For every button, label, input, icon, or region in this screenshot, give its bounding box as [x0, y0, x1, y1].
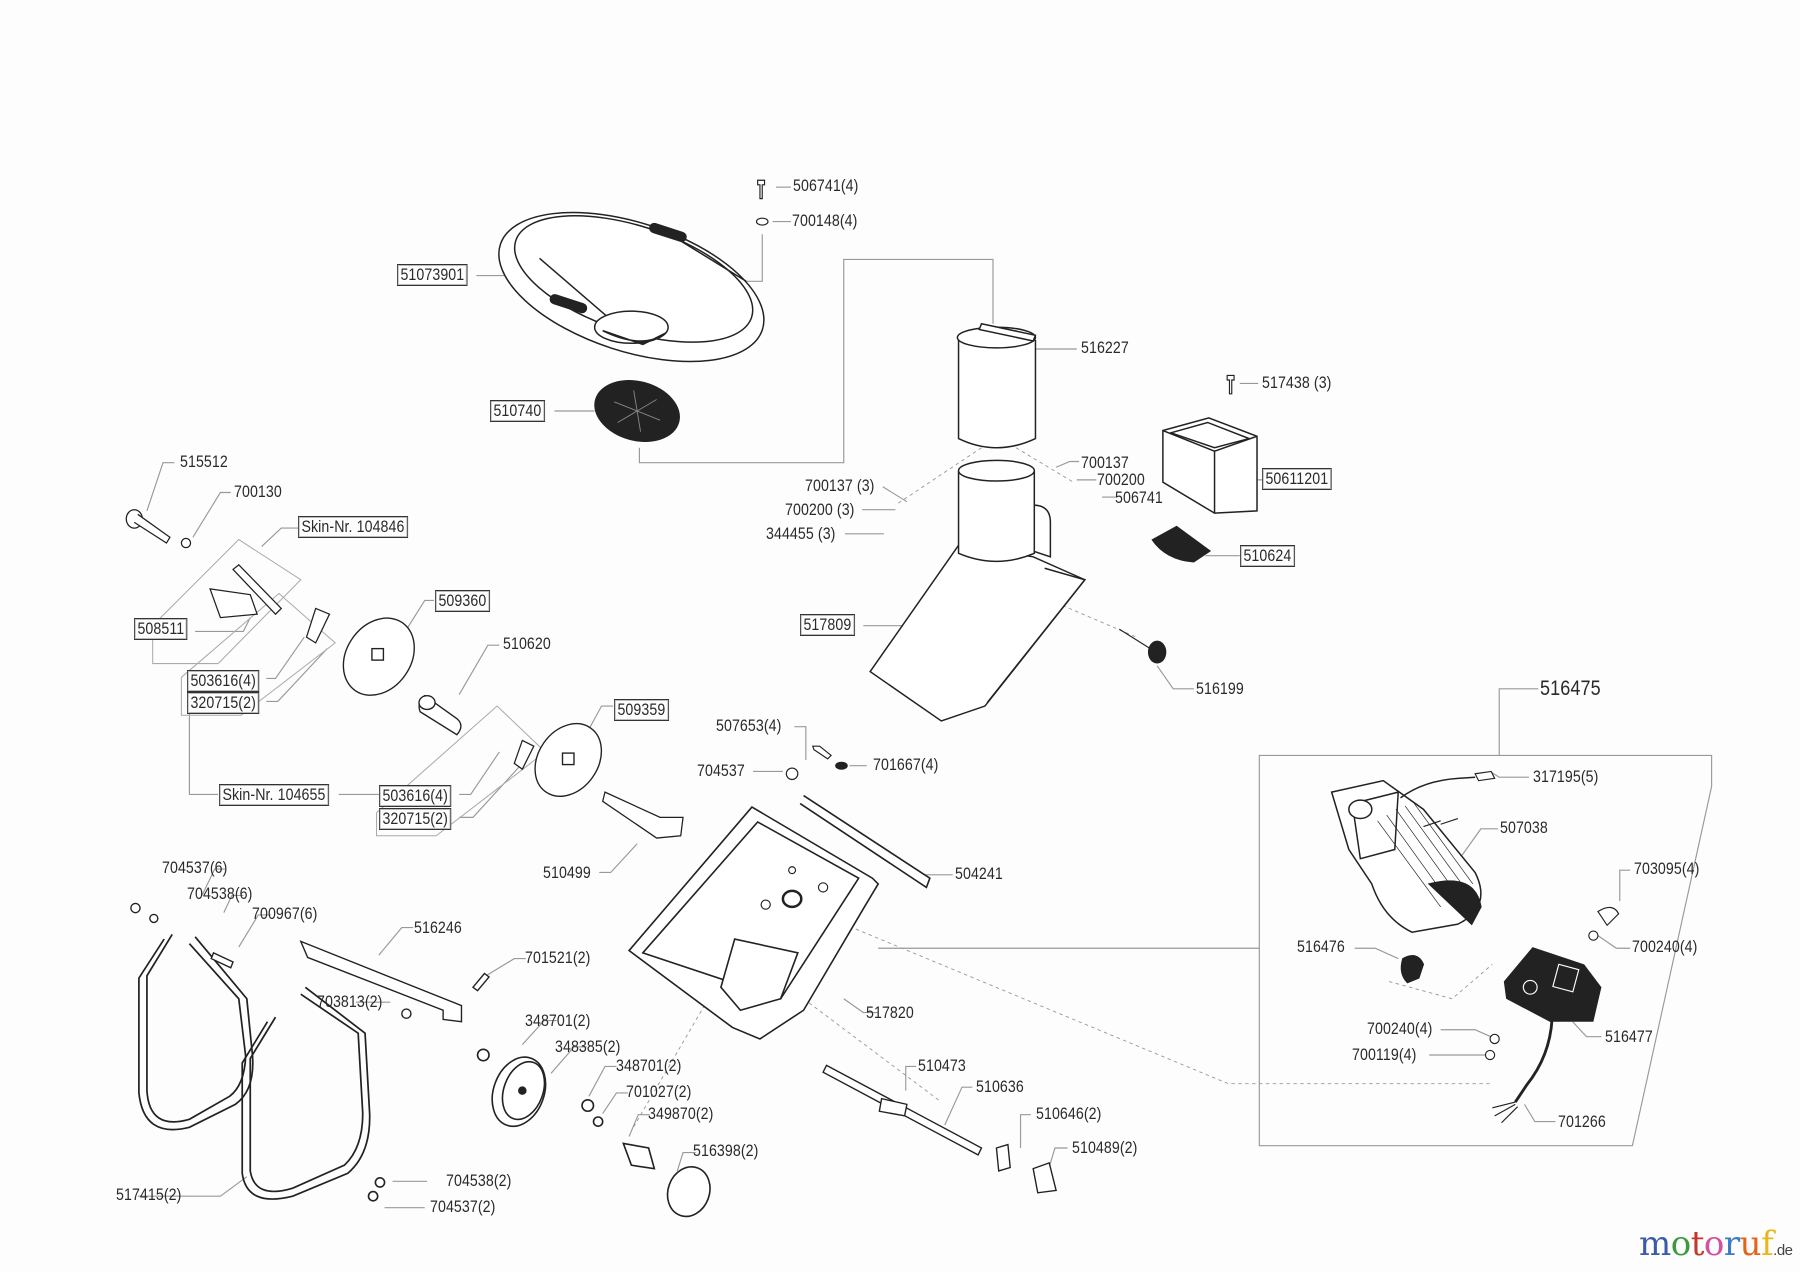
part-label[interactable]: 507038 — [1500, 819, 1548, 837]
part-label[interactable]: 704538(2) — [446, 1172, 512, 1190]
part-label[interactable]: 510473 — [918, 1057, 966, 1075]
part-label[interactable]: 516199 — [1196, 680, 1244, 698]
part-label[interactable]: 704537 — [697, 762, 745, 780]
part-label[interactable]: 701266 — [1558, 1113, 1606, 1131]
part-label[interactable]: 516476 — [1297, 938, 1345, 956]
part-label-boxed[interactable]: 503616(4) — [187, 670, 260, 692]
logo-letter: f — [1761, 1224, 1774, 1264]
part-label-boxed[interactable]: 510624 — [1240, 545, 1295, 567]
part-label[interactable]: 704537(6) — [162, 859, 228, 877]
part-label[interactable]: 516227 — [1081, 339, 1129, 357]
logo-letter: t — [1690, 1224, 1705, 1264]
part-label[interactable]: 700119(4) — [1352, 1046, 1417, 1064]
part-label[interactable]: 348701(2) — [525, 1012, 591, 1030]
part-label[interactable]: 703095(4) — [1634, 860, 1700, 878]
part-label-boxed[interactable]: 517809 — [800, 614, 855, 636]
part-label[interactable]: 348385(2) — [555, 1038, 621, 1056]
part-label-boxed[interactable]: Skin-Nr. 104655 — [219, 784, 329, 806]
logo-letter: o — [1670, 1224, 1691, 1264]
part-label[interactable]: 510489(2) — [1072, 1139, 1138, 1157]
part-label[interactable]: 704538(6) — [187, 885, 253, 903]
part-label-boxed[interactable]: 503616(4) — [379, 785, 452, 807]
assembly-label[interactable]: 516475 — [1540, 677, 1601, 700]
part-label-boxed[interactable]: 509359 — [614, 699, 669, 721]
logo-letter: u — [1739, 1224, 1762, 1264]
logo-letter: r — [1723, 1224, 1740, 1264]
part-label[interactable]: 510646(2) — [1036, 1105, 1102, 1123]
part-label-boxed[interactable]: 510740 — [490, 400, 545, 422]
part-label[interactable]: 517820 — [866, 1004, 914, 1022]
part-label-boxed[interactable]: 51073901 — [397, 264, 468, 286]
part-label[interactable]: 506741(4) — [793, 177, 859, 195]
part-label[interactable]: 700967(6) — [252, 905, 318, 923]
part-label-boxed[interactable]: 508511 — [134, 618, 188, 640]
logo-letter: o — [1703, 1224, 1724, 1264]
part-label[interactable]: 516246 — [414, 919, 462, 937]
motoruf-logo: motoruf.de — [1639, 1224, 1793, 1264]
part-label[interactable]: 704537(2) — [430, 1198, 496, 1216]
part-label[interactable]: 516477 — [1605, 1028, 1653, 1046]
part-label[interactable]: 701521(2) — [525, 949, 591, 967]
part-label[interactable]: 517415(2) — [116, 1186, 182, 1204]
part-label[interactable]: 701027(2) — [626, 1083, 692, 1101]
part-label[interactable]: 700148(4) — [792, 212, 858, 230]
part-label[interactable]: 703813(2) — [317, 993, 383, 1011]
part-label[interactable]: 701667(4) — [873, 756, 939, 774]
part-label[interactable]: 510620 — [503, 635, 551, 653]
part-label[interactable]: 344455 (3) — [766, 525, 836, 543]
part-label[interactable]: 517438 (3) — [1262, 374, 1332, 392]
logo-letter: m — [1639, 1224, 1671, 1264]
part-label-boxed[interactable]: 320715(2) — [379, 808, 452, 830]
part-label[interactable]: 700240(4) — [1367, 1020, 1433, 1038]
part-label[interactable]: 510636 — [976, 1078, 1024, 1096]
part-label[interactable]: 317195(5) — [1533, 768, 1599, 786]
part-label[interactable]: 348701(2) — [616, 1057, 682, 1075]
part-label[interactable]: 506741 — [1115, 489, 1163, 507]
part-label[interactable]: 700137 — [1081, 454, 1129, 472]
part-label-boxed[interactable]: 50611201 — [1262, 468, 1332, 490]
part-label[interactable]: 510499 — [543, 864, 591, 882]
part-label-boxed[interactable]: 509360 — [435, 590, 490, 612]
part-label-boxed[interactable]: 320715(2) — [187, 692, 260, 714]
part-label-boxed[interactable]: Skin-Nr. 104846 — [298, 516, 408, 538]
part-label[interactable]: 700200 (3) — [785, 501, 855, 519]
part-label[interactable]: 507653(4) — [716, 717, 782, 735]
part-label[interactable]: 504241 — [955, 865, 1003, 883]
part-label[interactable]: 349870(2) — [648, 1105, 714, 1123]
part-label[interactable]: 700137 (3) — [805, 477, 875, 495]
logo-tld: .de — [1773, 1242, 1793, 1259]
part-label[interactable]: 515512 — [180, 453, 228, 471]
part-label[interactable]: 700130 — [234, 483, 282, 501]
part-label[interactable]: 700240(4) — [1632, 938, 1698, 956]
part-label[interactable]: 516398(2) — [693, 1142, 759, 1160]
part-label[interactable]: 700200 — [1097, 471, 1145, 489]
